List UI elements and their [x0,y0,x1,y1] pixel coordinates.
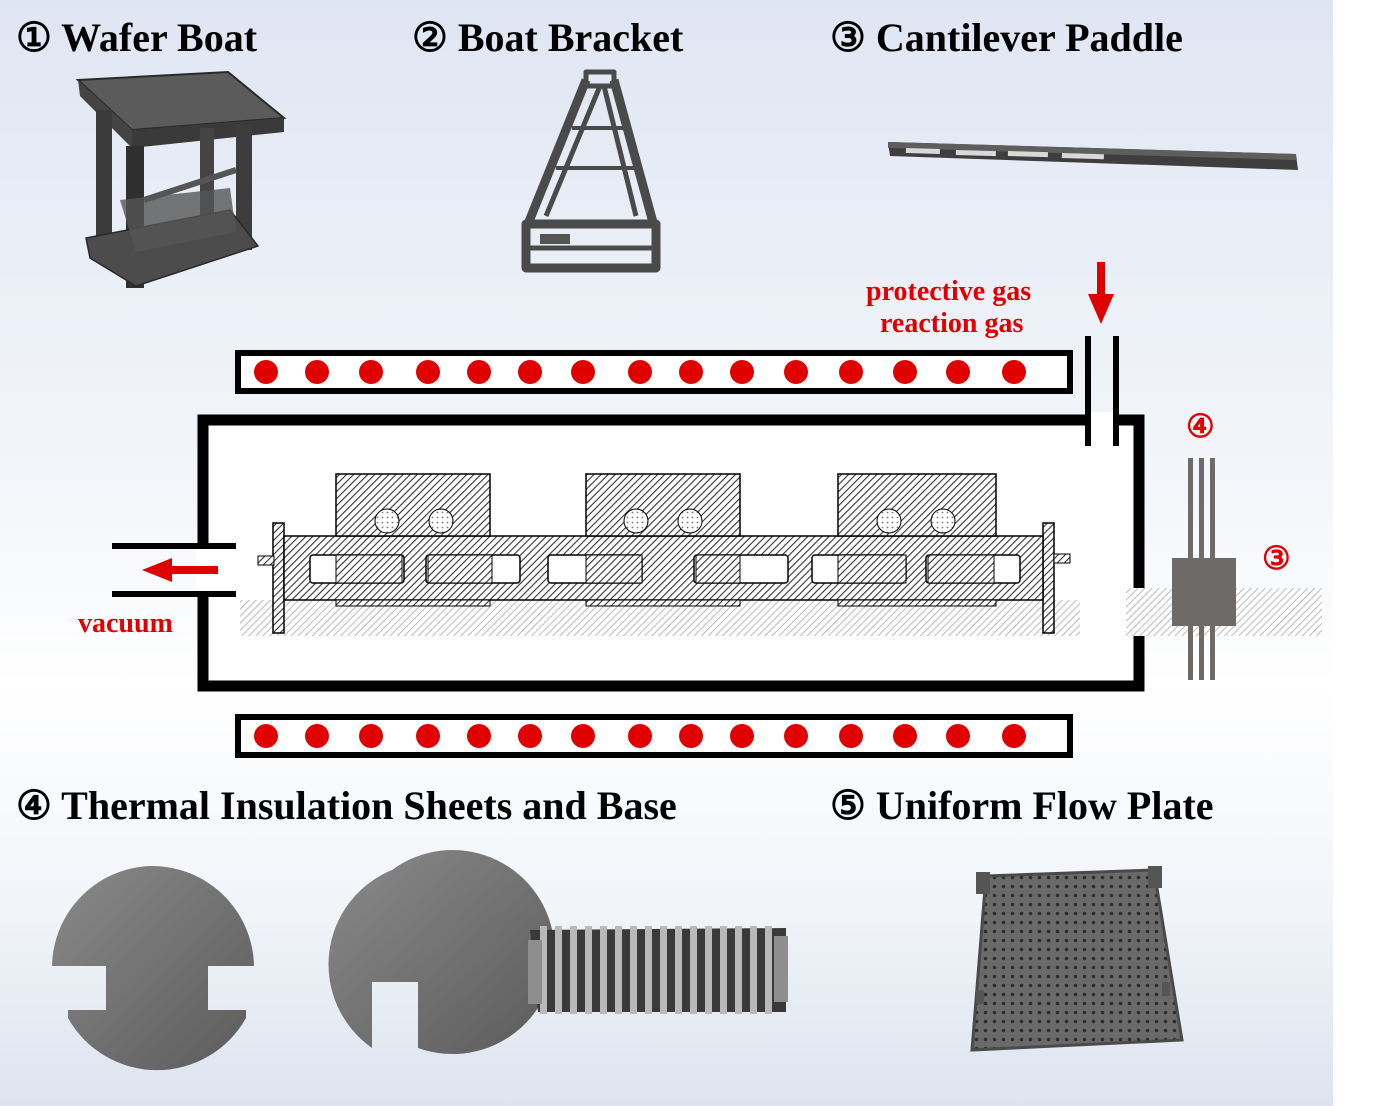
cantilever-paddle-title: ③ Cantilever Paddle [830,15,1183,60]
end-tab-right [1053,553,1071,564]
wafer-boat-image [75,70,287,288]
insulation-sheet-t-image [52,865,254,1071]
wafer-boat-title: ① Wafer Boat [16,15,258,60]
down-arrow-icon [1088,262,1114,324]
gas-inlet-pipe [1085,336,1119,446]
reaction-gas-label: reaction gas [880,308,1024,339]
marker-insulation: ④ [1186,408,1215,444]
boat-bracket [283,535,1044,607]
insulation-stack-image [528,926,788,1014]
thermal-insulation-title: ④ Thermal Insulation Sheets and Base [16,783,677,828]
wafer-boat-2 [585,473,741,537]
end-tab-left [257,555,275,566]
end-plate-right [1042,522,1055,634]
insulation-sheet-disc-image [328,850,555,1055]
insulation-sheets-diagram [1172,458,1236,680]
vacuum-outlet-pipe [112,543,236,597]
boat-bracket-title: ② Boat Bracket [412,15,684,60]
left-arrow-icon [142,558,218,582]
wafer-boat-1 [335,473,491,537]
protective-gas-label: protective gas [866,276,1032,307]
vacuum-label: vacuum [78,608,173,639]
end-plate-left [272,522,285,634]
uniform-flow-plate-title: ⑤ Uniform Flow Plate [830,783,1214,828]
top-heater [235,350,1073,394]
uniform-flow-plate-image [970,866,1184,1052]
marker-cantilever-paddle: ③ [1262,540,1291,576]
boat-bracket-image [521,69,661,273]
wafer-boat-3 [837,473,997,537]
bottom-heater [235,714,1073,758]
cantilever-paddle-image [888,142,1298,170]
